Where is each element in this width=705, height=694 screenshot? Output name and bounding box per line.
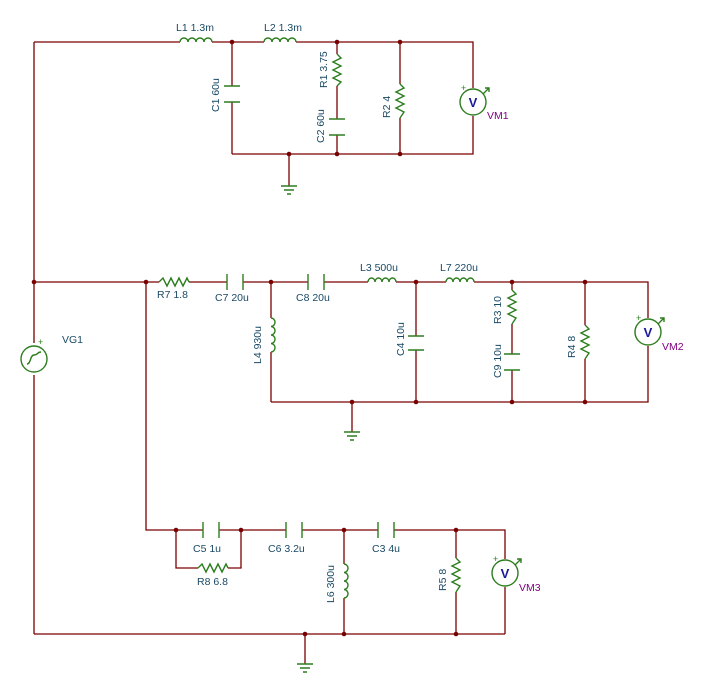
meter-symbol: V (501, 566, 510, 581)
resistor-R5[interactable] (450, 557, 462, 593)
capacitor-C1[interactable] (224, 85, 240, 103)
resistor-R1[interactable] (331, 53, 343, 87)
label-R8: R8 6.8 (197, 576, 228, 588)
junction-dot (31, 279, 37, 285)
junction-dot (286, 151, 292, 157)
voltage-source-VG1[interactable]: + (20, 337, 48, 373)
junction-dot (453, 527, 459, 533)
capacitor-C8[interactable] (307, 274, 325, 290)
label-C7: C7 20u (215, 292, 249, 304)
capacitor-C6[interactable] (285, 522, 303, 538)
junction-dot (229, 39, 235, 45)
inductor-L4[interactable] (270, 317, 276, 353)
label-C4: C4 10u (395, 322, 407, 356)
label-R2: R2 4 (381, 96, 393, 118)
label-R5: R5 8 (437, 569, 449, 591)
label-VM1: VM1 (487, 110, 509, 122)
voltmeter-VM3[interactable]: V + (491, 554, 522, 587)
resistor-R7[interactable] (158, 276, 190, 288)
label-L7: L7 220u (440, 262, 478, 274)
label-VM2: VM2 (662, 341, 684, 353)
capacitor-C7[interactable] (226, 274, 244, 290)
resistor-R8[interactable] (197, 562, 229, 574)
junction-dot (453, 631, 459, 637)
inductor-L6[interactable] (343, 563, 349, 599)
ground-symbol (297, 663, 313, 673)
label-VG1: VG1 (62, 334, 83, 346)
inductor-L7[interactable] (445, 277, 475, 283)
junction-dot (509, 399, 515, 405)
junction-dot (397, 151, 403, 157)
label-L6: L6 300u (325, 565, 337, 603)
label-C2: C2 60u (315, 109, 327, 143)
voltmeter-VM1[interactable]: V + (459, 83, 490, 116)
capacitor-C2[interactable] (329, 118, 345, 136)
voltmeter-VM2[interactable]: V + (634, 313, 665, 346)
label-L1: L1 1.3m (176, 22, 214, 34)
polarity-plus: + (38, 337, 43, 347)
junctions (31, 39, 588, 637)
junction-dot (302, 631, 308, 637)
meter-symbol: V (644, 325, 653, 340)
junction-dot (349, 399, 355, 405)
label-L3: L3 500u (360, 262, 398, 274)
junction-dot (582, 399, 588, 405)
junction-dot (582, 279, 588, 285)
polarity-plus: + (636, 313, 641, 323)
inductor-L1[interactable] (179, 37, 213, 43)
junction-dot (397, 39, 403, 45)
resistor-R2[interactable] (394, 83, 406, 119)
polarity-plus: + (493, 554, 498, 564)
inductor-L3[interactable] (367, 277, 397, 283)
junction-dot (413, 399, 419, 405)
junction-dot (238, 527, 244, 533)
label-L2: L2 1.3m (264, 22, 302, 34)
capacitor-C4[interactable] (408, 335, 424, 351)
junction-dot (143, 279, 149, 285)
junction-dot (341, 527, 347, 533)
junction-dot (173, 527, 179, 533)
junction-dot (334, 39, 340, 45)
junction-dot (334, 151, 340, 157)
ground-symbol (344, 431, 360, 441)
resistor-R3[interactable] (506, 289, 518, 325)
wires (33, 41, 649, 664)
capacitor-C3[interactable] (377, 522, 395, 538)
label-L4: L4 930u (252, 326, 264, 364)
label-R1: R1 3.75 (318, 51, 330, 88)
label-C3: C3 4u (372, 543, 400, 555)
label-C5: C5 1u (193, 543, 221, 555)
resistor-R4[interactable] (579, 324, 591, 360)
inductor-L2[interactable] (263, 37, 297, 43)
junction-dot (413, 279, 419, 285)
label-C1: C1 60u (210, 78, 222, 112)
label-R7: R7 1.8 (157, 289, 188, 301)
label-C9: C9 10u (492, 344, 504, 378)
label-R3: R3 10 (492, 296, 504, 324)
capacitor-C5[interactable] (202, 522, 220, 538)
capacitor-C9[interactable] (504, 353, 520, 371)
junction-dot (341, 631, 347, 637)
meter-symbol: V (469, 95, 478, 110)
junction-dot (509, 279, 515, 285)
label-R4: R4 8 (566, 336, 578, 358)
ground-symbol (281, 185, 297, 195)
label-VM3: VM3 (519, 582, 541, 594)
label-C8: C8 20u (296, 292, 330, 304)
junction-dot (268, 279, 274, 285)
polarity-plus: + (461, 83, 466, 93)
label-C6: C6 3.2u (268, 543, 305, 555)
